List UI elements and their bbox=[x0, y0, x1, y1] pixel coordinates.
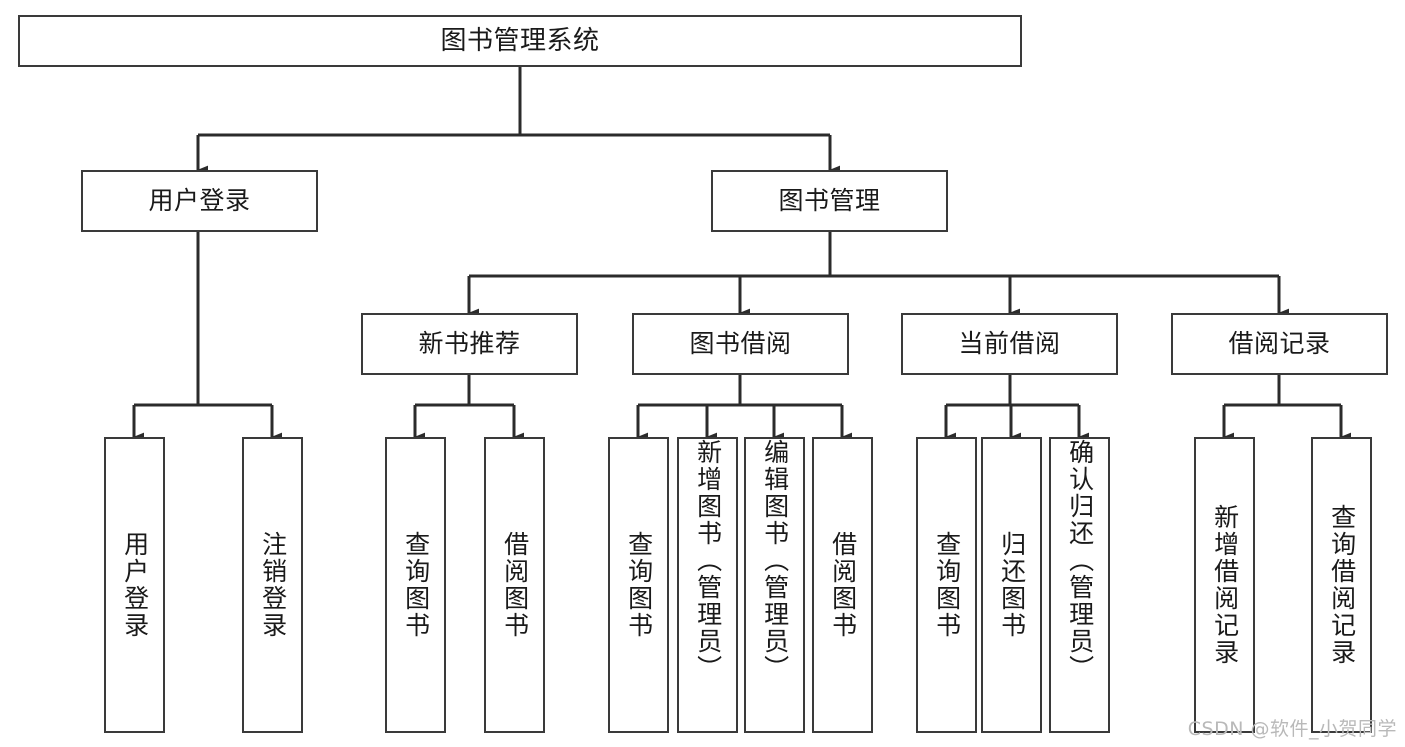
node-book-borrow[interactable]: 图书借阅 bbox=[632, 313, 849, 375]
node-leaf-borrow-book-a-label: 借阅图书 bbox=[500, 531, 530, 639]
node-book-borrow-label: 图书借阅 bbox=[689, 329, 792, 359]
node-book-manage[interactable]: 图书管理 bbox=[711, 170, 948, 232]
node-leaf-query-book-b[interactable]: 查询图书 bbox=[608, 437, 669, 733]
node-leaf-add-record-label: 新增借阅记录 bbox=[1210, 504, 1240, 666]
node-leaf-edit-book-label: 编辑图书（管理员） bbox=[760, 439, 790, 682]
node-root-label: 图书管理系统 bbox=[440, 25, 600, 56]
node-leaf-add-book[interactable]: 新增图书（管理员） bbox=[677, 437, 738, 733]
node-leaf-query-book-c-label: 查询图书 bbox=[932, 531, 962, 639]
node-leaf-query-record[interactable]: 查询借阅记录 bbox=[1311, 437, 1372, 733]
node-leaf-query-record-label: 查询借阅记录 bbox=[1327, 504, 1357, 666]
node-leaf-logout-label: 注销登录 bbox=[258, 531, 288, 639]
node-leaf-add-book-label: 新增图书（管理员） bbox=[693, 439, 723, 682]
node-user-login[interactable]: 用户登录 bbox=[81, 170, 318, 232]
node-leaf-logout[interactable]: 注销登录 bbox=[242, 437, 303, 733]
node-leaf-borrow-book-b-label: 借阅图书 bbox=[828, 531, 858, 639]
node-leaf-return-book[interactable]: 归还图书 bbox=[981, 437, 1042, 733]
node-leaf-query-book-b-label: 查询图书 bbox=[624, 531, 654, 639]
node-current-borrow-label: 当前借阅 bbox=[958, 329, 1061, 359]
node-borrow-record[interactable]: 借阅记录 bbox=[1171, 313, 1388, 375]
node-leaf-query-book-a-label: 查询图书 bbox=[401, 531, 431, 639]
node-new-book-recommend-label: 新书推荐 bbox=[418, 329, 521, 359]
node-book-manage-label: 图书管理 bbox=[778, 186, 881, 216]
node-leaf-edit-book[interactable]: 编辑图书（管理员） bbox=[744, 437, 805, 733]
node-leaf-borrow-book-b[interactable]: 借阅图书 bbox=[812, 437, 873, 733]
node-root[interactable]: 图书管理系统 bbox=[18, 15, 1022, 67]
node-leaf-user-login[interactable]: 用户登录 bbox=[104, 437, 165, 733]
node-current-borrow[interactable]: 当前借阅 bbox=[901, 313, 1118, 375]
node-borrow-record-label: 借阅记录 bbox=[1228, 329, 1331, 359]
node-new-book-recommend[interactable]: 新书推荐 bbox=[361, 313, 578, 375]
node-leaf-return-book-label: 归还图书 bbox=[997, 531, 1027, 639]
node-leaf-add-record[interactable]: 新增借阅记录 bbox=[1194, 437, 1255, 733]
node-leaf-query-book-a[interactable]: 查询图书 bbox=[385, 437, 446, 733]
node-user-login-label: 用户登录 bbox=[148, 186, 251, 216]
node-leaf-confirm-return[interactable]: 确认归还（管理员） bbox=[1049, 437, 1110, 733]
node-leaf-confirm-return-label: 确认归还（管理员） bbox=[1065, 439, 1095, 682]
node-leaf-borrow-book-a[interactable]: 借阅图书 bbox=[484, 437, 545, 733]
node-leaf-user-login-label: 用户登录 bbox=[120, 531, 150, 639]
node-leaf-query-book-c[interactable]: 查询图书 bbox=[916, 437, 977, 733]
